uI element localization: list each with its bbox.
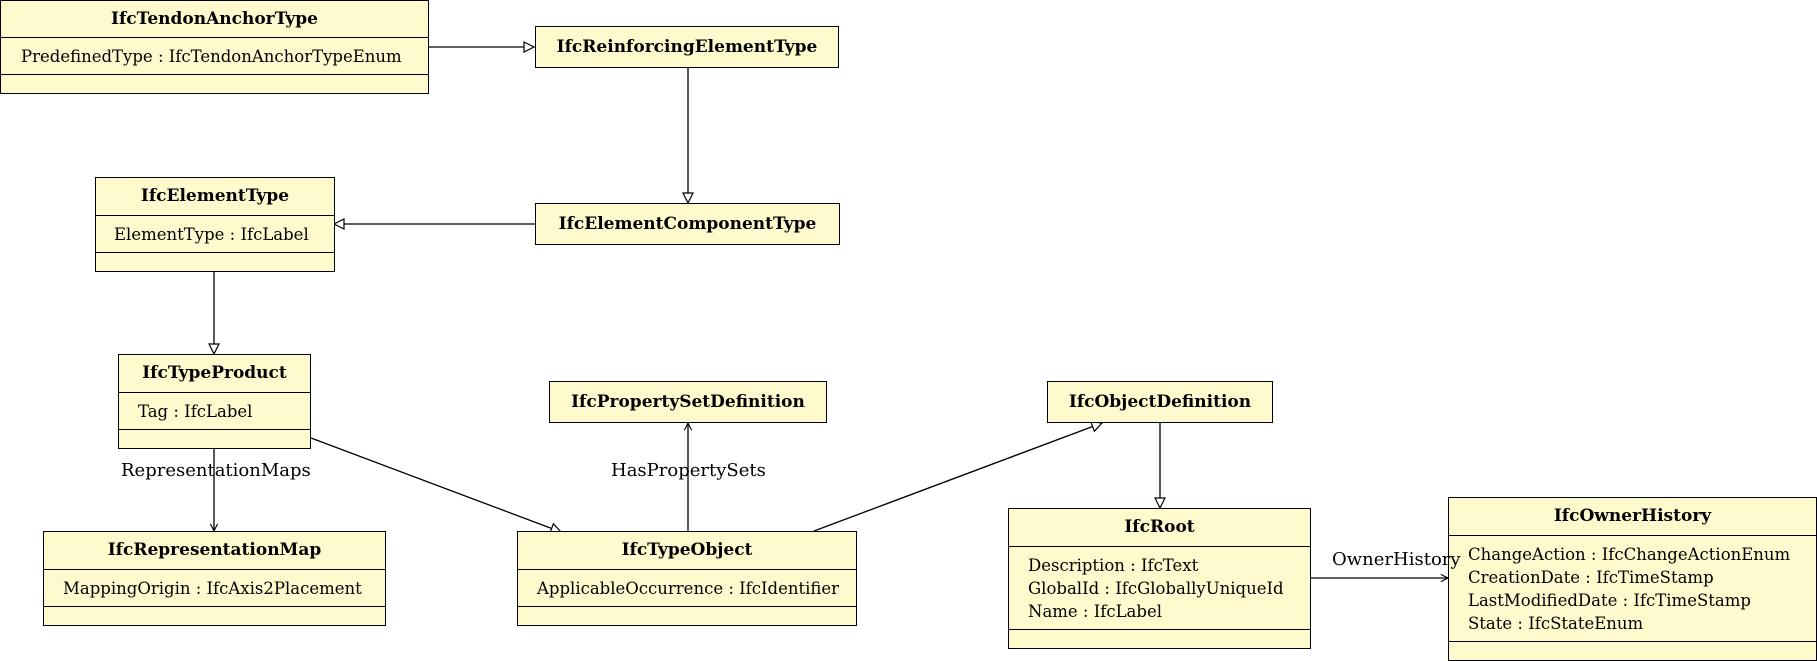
attribute: MappingOrigin : IfcAxis2Placement	[63, 579, 362, 598]
class-ifc-element-component-type[interactable]: IfcElementComponentType	[535, 203, 840, 245]
attribute: PredefinedType : IfcTendonAnchorTypeEnum	[21, 47, 402, 66]
class-name: IfcReinforcingElementType	[556, 37, 818, 57]
attribute: Description : IfcText	[1028, 556, 1199, 575]
attribute: ChangeAction : IfcChangeActionEnum	[1468, 545, 1791, 564]
attribute: LastModifiedDate : IfcTimeStamp	[1468, 591, 1751, 610]
class-name: IfcElementType	[140, 186, 290, 206]
class-name: IfcPropertySetDefinition	[571, 392, 805, 412]
class-name: IfcObjectDefinition	[1068, 392, 1252, 412]
class-name: IfcTypeObject	[621, 540, 753, 560]
label-representation-maps: RepresentationMaps	[121, 460, 311, 481]
class-ifc-element-type[interactable]: IfcElementType ElementType : IfcLabel	[95, 177, 335, 272]
label-owner-history: OwnerHistory	[1332, 549, 1461, 570]
attribute-section: ApplicableOccurrence : IfcIdentifier	[518, 569, 856, 606]
method-section	[96, 252, 334, 271]
method-section	[119, 429, 310, 448]
class-ifc-owner-history[interactable]: IfcOwnerHistory ChangeAction : IfcChange…	[1448, 497, 1817, 661]
attribute: State : IfcStateEnum	[1468, 614, 1644, 633]
class-name: IfcElementComponentType	[558, 214, 817, 234]
attribute: CreationDate : IfcTimeStamp	[1468, 568, 1714, 587]
attribute: ElementType : IfcLabel	[114, 225, 309, 244]
method-section	[1449, 641, 1816, 660]
attribute: Tag : IfcLabel	[138, 402, 253, 421]
attribute-section: Description : IfcText GlobalId : IfcGlob…	[1009, 546, 1310, 629]
class-name: IfcTypeProduct	[142, 363, 287, 383]
class-ifc-type-object[interactable]: IfcTypeObject ApplicableOccurrence : Ifc…	[517, 531, 857, 626]
attribute-section: Tag : IfcLabel	[119, 392, 310, 429]
attribute-section: PredefinedType : IfcTendonAnchorTypeEnum	[1, 37, 428, 74]
class-ifc-tendon-anchor-type[interactable]: IfcTendonAnchorType PredefinedType : Ifc…	[0, 0, 429, 94]
method-section	[518, 606, 856, 625]
edge-typeproduct-to-typeobject	[310, 437, 561, 532]
class-ifc-object-definition[interactable]: IfcObjectDefinition	[1047, 381, 1273, 423]
attribute: ApplicableOccurrence : IfcIdentifier	[537, 579, 840, 598]
attribute-section: MappingOrigin : IfcAxis2Placement	[44, 569, 385, 606]
class-name: IfcRepresentationMap	[107, 540, 322, 560]
edge-typeobject-to-objectdef	[813, 423, 1102, 532]
class-name: IfcRoot	[1124, 517, 1195, 537]
attribute-section: ChangeAction : IfcChangeActionEnum Creat…	[1449, 535, 1816, 641]
class-name: IfcTendonAnchorType	[111, 9, 318, 29]
method-section	[1, 74, 428, 93]
class-ifc-type-product[interactable]: IfcTypeProduct Tag : IfcLabel	[118, 354, 311, 449]
attribute-section: ElementType : IfcLabel	[96, 215, 334, 252]
class-ifc-root[interactable]: IfcRoot Description : IfcText GlobalId :…	[1008, 508, 1311, 649]
class-ifc-representation-map[interactable]: IfcRepresentationMap MappingOrigin : Ifc…	[43, 531, 386, 626]
method-section	[1009, 629, 1310, 648]
label-has-property-sets: HasPropertySets	[611, 460, 766, 481]
attribute: GlobalId : IfcGloballyUniqueId	[1028, 579, 1284, 598]
method-section	[44, 606, 385, 625]
class-ifc-property-set-definition[interactable]: IfcPropertySetDefinition	[549, 381, 827, 423]
attribute: Name : IfcLabel	[1028, 602, 1162, 621]
class-name: IfcOwnerHistory	[1553, 506, 1712, 526]
class-ifc-reinforcing-element-type[interactable]: IfcReinforcingElementType	[535, 26, 839, 68]
